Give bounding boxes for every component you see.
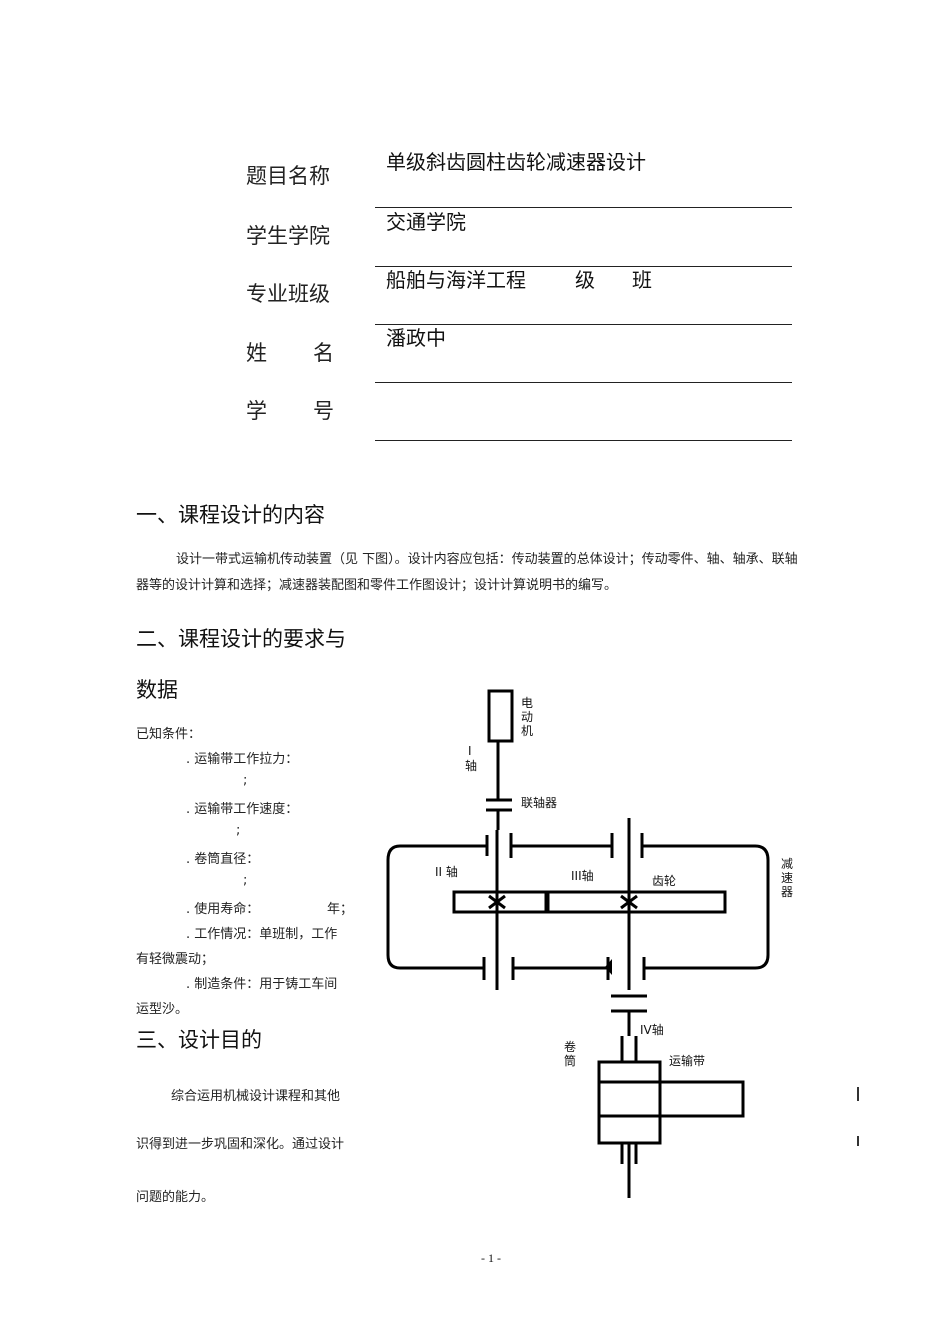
reducer-housing-left <box>386 844 487 970</box>
section3-heading: 三、设计目的 <box>136 1028 262 1052</box>
underline-topic <box>375 207 792 208</box>
section1-heading: 一、课程设计的内容 <box>136 503 325 527</box>
label-shaft-iv: IV轴 <box>640 1022 664 1037</box>
label-reducer: 减 <box>781 857 793 871</box>
value-topic: 单级斜齿圆柱齿轮减速器设计 <box>386 150 646 174</box>
conditions-title: 已知条件： <box>136 727 202 742</box>
condition-item: ; <box>243 773 248 788</box>
section2-heading: 二、课程设计的要求与 <box>136 627 346 651</box>
label-name-2: 名 <box>313 341 334 365</box>
label-shaft-i: 轴 <box>465 758 477 773</box>
section3-line1: 综合运用机械设计课程和其他 <box>171 1089 341 1104</box>
label-belt: 运输带 <box>669 1053 705 1068</box>
label-drum: 卷 <box>564 1039 576 1054</box>
value-college: 交通学院 <box>386 210 466 234</box>
label-shaft-i: I <box>468 744 472 758</box>
section2-heading-cont: 数据 <box>136 678 178 702</box>
gear-small <box>452 890 548 914</box>
label-reducer: 器 <box>781 885 793 899</box>
condition-item: . 工作情况：单班制，工作 <box>186 927 338 942</box>
label-major: 专业班级 <box>246 282 330 306</box>
value-major-class: 班 <box>632 268 652 292</box>
section1-line2: 器等的设计计算和选择；减速器装配图和零件工作图设计；设计计算说明书的编写。 <box>136 578 618 593</box>
label-college: 学生学院 <box>246 224 330 248</box>
transmission-diagram: 电 动 机 I 轴 联轴器 II 轴 III轴 齿轮 减 速 器 IV轴 卷 筒… <box>355 680 815 1210</box>
label-gear: 齿轮 <box>652 874 676 888</box>
underline-major <box>375 324 792 325</box>
label-coupling: 联轴器 <box>521 795 557 810</box>
label-motor: 动 <box>521 710 533 724</box>
label-reducer: 速 <box>781 871 793 885</box>
condition-item: . 使用寿命： <box>186 902 260 917</box>
condition-item: ; <box>236 823 241 838</box>
text-edge-mark <box>857 1087 859 1101</box>
label-id-2: 号 <box>313 399 334 423</box>
condition-item: 有轻微震动； <box>136 952 215 967</box>
condition-item: . 卷筒直径： <box>186 852 260 867</box>
label-shaft-iii: III轴 <box>571 868 594 883</box>
label-motor: 电 <box>521 696 533 710</box>
text-edge-mark <box>857 1136 859 1146</box>
section3-line2: 识得到进一步巩固和深化。通过设计 <box>136 1137 345 1152</box>
underline-college <box>375 266 792 267</box>
condition-item: 年； <box>327 902 354 917</box>
condition-item: ; <box>243 873 248 888</box>
value-name: 潘政中 <box>386 326 446 350</box>
page-number: - 1 - <box>481 1251 501 1265</box>
underline-name <box>375 382 792 383</box>
reducer-housing-right <box>642 844 770 970</box>
label-id-1: 学 <box>246 399 267 423</box>
condition-item: . 制造条件：用于铸工车间 <box>186 977 338 992</box>
section3-line3: 问题的能力。 <box>136 1190 215 1205</box>
condition-item: . 运输带工作速度： <box>186 802 299 817</box>
label-shaft-ii: II 轴 <box>435 864 458 879</box>
condition-item: 运型沙。 <box>136 1002 189 1017</box>
value-major-grade: 级 <box>575 268 595 292</box>
motor-box <box>487 689 514 743</box>
label-topic: 题目名称 <box>246 164 330 188</box>
gear-large <box>546 890 727 914</box>
underline-id <box>375 440 792 441</box>
condition-item: . 运输带工作拉力： <box>186 752 299 767</box>
label-name-1: 姓 <box>246 341 267 365</box>
value-major: 船舶与海洋工程 <box>386 268 526 292</box>
section1-line1: 设计一带式运输机传动装置（见 下图）。设计内容应包括：传动装置的总体设计；传动零… <box>176 552 798 567</box>
label-motor: 机 <box>521 724 533 738</box>
conveyor-belt <box>597 1080 745 1118</box>
label-drum: 筒 <box>564 1053 576 1068</box>
